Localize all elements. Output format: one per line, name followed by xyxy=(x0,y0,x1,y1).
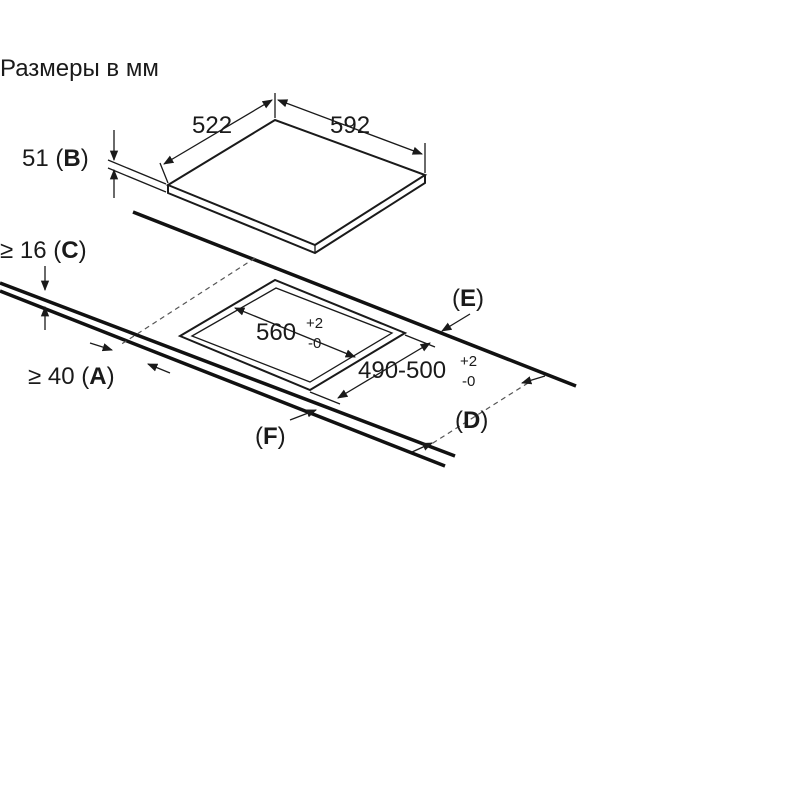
cutout xyxy=(177,278,408,392)
cooktop xyxy=(165,118,428,255)
cutout-depth-tolerance-plus: +2 xyxy=(460,353,477,370)
depth-label: 522 xyxy=(192,112,232,139)
worktop xyxy=(0,210,577,468)
dimension-width: 592 xyxy=(277,99,426,173)
dimension-front-distance: ≥ 40 (A) xyxy=(28,342,171,390)
cutout-width-tolerance-plus: +2 xyxy=(306,315,323,332)
width-label: 592 xyxy=(330,112,370,139)
page-title: Размеры в мм xyxy=(0,55,159,82)
worktop-back-edge xyxy=(132,210,577,388)
worktop-front-bottom-edge xyxy=(0,289,446,468)
dimension-line xyxy=(234,307,356,358)
reference-f-label: (F) xyxy=(255,423,286,450)
cutout-width-tolerance-minus: -0 xyxy=(308,335,321,352)
extension-line xyxy=(309,391,341,405)
extension-line xyxy=(107,159,167,185)
reference-f-arrow xyxy=(289,409,317,421)
front-distance-label: ≥ 40 (A) xyxy=(28,363,115,390)
dimension-line xyxy=(337,342,431,399)
dimension-arrow-left xyxy=(89,342,113,352)
cutout-outer xyxy=(177,278,408,392)
reference-f: (F) xyxy=(255,409,317,450)
cutout-inner xyxy=(190,287,394,383)
worktop-front-top-edge xyxy=(0,281,456,458)
cutout-depth-label: 490-500 xyxy=(358,357,446,384)
dimension-line xyxy=(163,99,273,165)
dimension-line xyxy=(277,99,423,155)
dimension-arrow-right xyxy=(147,363,171,374)
dimension-cutout-width: 560 +2 -0 xyxy=(234,307,356,358)
cutout-depth-tolerance-minus: -0 xyxy=(462,373,475,390)
reference-d-arrow-top xyxy=(521,375,546,385)
reference-d-extension xyxy=(424,382,529,449)
reference-e-label: (E) xyxy=(452,285,484,312)
reference-e: (E) xyxy=(441,285,484,332)
dimension-height: 51 (B) xyxy=(22,130,167,198)
reference-d: (D) xyxy=(411,375,546,453)
dimension-worktop-thickness: ≥ 16 (C) xyxy=(0,237,87,330)
reference-d-arrow-bottom xyxy=(411,442,433,453)
dimension-depth: 522 xyxy=(159,93,276,184)
extension-line xyxy=(404,334,436,348)
reference-e-arrow xyxy=(441,313,471,332)
reference-d-label: (D) xyxy=(455,407,488,434)
dimension-cutout-depth: 490-500 +2 -0 xyxy=(309,334,477,405)
worktop-thickness-label: ≥ 16 (C) xyxy=(0,237,87,264)
cutout-width-label: 560 xyxy=(256,319,296,346)
height-label: 51 (B) xyxy=(22,145,89,172)
extension-line xyxy=(159,162,169,184)
